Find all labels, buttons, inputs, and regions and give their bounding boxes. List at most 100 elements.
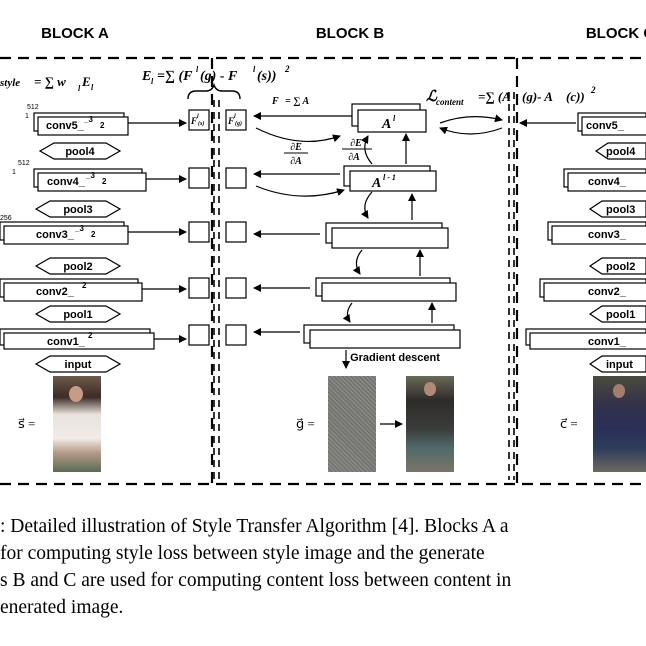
svg-text:_3: _3 (85, 171, 95, 180)
layer-label: conv4_ (47, 176, 86, 188)
block-b-activations: A l A l - 1 (371, 114, 396, 191)
svg-text:∂A: ∂A (348, 152, 360, 163)
svg-text:= ∑ A: = ∑ A (285, 96, 309, 107)
svg-text:F: F (190, 116, 197, 126)
svg-text:l: l (197, 114, 199, 120)
style-loss-e-sub: l (91, 83, 94, 92)
style-image-label: s⃗ = (18, 416, 36, 431)
pool-label: pool4 (65, 146, 95, 158)
content-loss-formula: ℒ content =∑ (A (g)- A (c)) 2 (426, 85, 596, 107)
svg-text:(s): (s) (198, 120, 204, 127)
el-end: (s)) (257, 69, 276, 84)
pool-label: pool2 (606, 261, 635, 273)
layer-label: conv1_ (47, 336, 86, 348)
pool-label: pool1 (63, 309, 92, 321)
gradient-descent-label: Gradient descent (350, 352, 440, 364)
layer-label: conv5_ (46, 120, 85, 132)
svg-text:2: 2 (88, 331, 93, 340)
layer-label: conv3_ (588, 229, 627, 241)
block-a-layers (0, 112, 155, 350)
image-labels: s⃗ = g⃗ = c⃗ = (18, 416, 578, 431)
block-b-title: BLOCK B (316, 25, 384, 42)
layer-label: conv2_ (588, 286, 627, 298)
layer-label: conv2_ (36, 286, 75, 298)
generated-image-label: g⃗ = (296, 416, 315, 431)
activation-alm1: A (371, 176, 381, 191)
size-label: 256 (0, 215, 12, 222)
content-image-label: c⃗ = (560, 416, 578, 431)
block-b-layers (303, 103, 461, 349)
svg-text:2: 2 (102, 177, 107, 186)
block-a-arrows (128, 119, 187, 343)
content-loss-arrows (439, 114, 576, 135)
el-sq: 2 (284, 64, 290, 74)
block-a-pool-labels: pool4 pool3 pool2 pool1 input (63, 146, 95, 371)
grad-fraction-a: ∂E ∂A (284, 142, 308, 167)
input-label: input (606, 359, 633, 371)
block-c-title: BLOCK C (586, 25, 646, 42)
pool-label: pool3 (606, 204, 635, 216)
input-label: input (65, 359, 92, 371)
noise-image (328, 376, 376, 472)
svg-text:l: l (393, 114, 396, 123)
svg-text:(c)): (c)) (566, 89, 585, 104)
el-rhs-sup: l (196, 65, 199, 74)
svg-text:∂A: ∂A (290, 156, 302, 167)
size-label: 512 (18, 160, 30, 167)
el-rhs: =∑ (F (157, 69, 193, 84)
svg-text:F: F (227, 116, 234, 126)
svg-text:2: 2 (91, 230, 96, 239)
block-a-layer-subs: _32 _32 _32 2 2 (74, 115, 107, 340)
block-c-pool-labels: pool4 pool3 pool2 pool1 input (606, 146, 636, 371)
style-loss-sub: l (78, 84, 81, 93)
layer-label: conv5_ (586, 120, 625, 132)
block-c-layer-labels: conv5_ conv4_ conv3_ conv2_ conv1_ (586, 120, 627, 348)
block-b-vertical-arrows (342, 133, 436, 369)
el-rest-sup: l (253, 65, 256, 74)
block-a-layer-labels: conv5_ conv4_ conv3_ conv2_ conv1_ (36, 120, 86, 348)
gram-box-labels: F l (s) F l (g) (190, 114, 242, 127)
content-image (593, 376, 646, 472)
style-transfer-diagram: BLOCK A BLOCK B BLOCK C style = ∑ w l E … (0, 25, 646, 486)
style-loss-label: style (0, 77, 20, 89)
pool-label: pool3 (63, 204, 92, 216)
svg-text:content: content (436, 97, 464, 107)
block-c-layers (525, 112, 646, 350)
svg-text:(g): (g) (235, 120, 242, 127)
svg-text:ℒ: ℒ (426, 89, 438, 105)
block-a-title: BLOCK A (41, 25, 109, 42)
svg-text:2: 2 (590, 85, 596, 95)
caption-line: s B and C are used for computing content… (0, 570, 512, 591)
size-label: 1 (25, 113, 29, 120)
block-b-left-arrows (253, 112, 352, 336)
block-a-size-labels: 512 1 512 1 256 (0, 104, 39, 222)
el-brace (187, 82, 241, 100)
pool-label: pool2 (63, 261, 92, 273)
layer-label: conv4_ (588, 176, 627, 188)
size-label: 1 (12, 169, 16, 176)
activation-al: A (381, 117, 391, 132)
svg-text:2: 2 (82, 281, 87, 290)
el-label: E (141, 69, 151, 84)
layer-label: conv1_ (588, 336, 627, 348)
style-loss-e: E (81, 74, 91, 89)
el-label-sub: l (151, 77, 154, 86)
svg-text:2: 2 (100, 121, 105, 130)
el-formula: E l =∑ (F l (g) - F l (s)) 2 (141, 64, 290, 86)
svg-text:=∑ (A: =∑ (A (478, 89, 511, 104)
svg-text:F: F (271, 96, 279, 107)
grad-fraction-b: ∂E ∂A (342, 138, 372, 163)
generated-image (406, 376, 454, 472)
fmn-formula: F = ∑ A (271, 96, 309, 107)
el-rest: (g) - F (200, 69, 238, 84)
svg-text:_3: _3 (74, 224, 84, 233)
style-loss-formula: style = ∑ w l E l (0, 74, 94, 93)
layer-label: conv3_ (36, 229, 75, 241)
size-label: 512 (27, 104, 39, 111)
svg-text:l - 1: l - 1 (383, 173, 396, 182)
pool-label: pool4 (606, 146, 636, 158)
block-c-pools (588, 142, 646, 373)
double-separators (213, 92, 515, 480)
svg-text:(g)- A: (g)- A (522, 89, 553, 104)
style-image (53, 376, 101, 472)
